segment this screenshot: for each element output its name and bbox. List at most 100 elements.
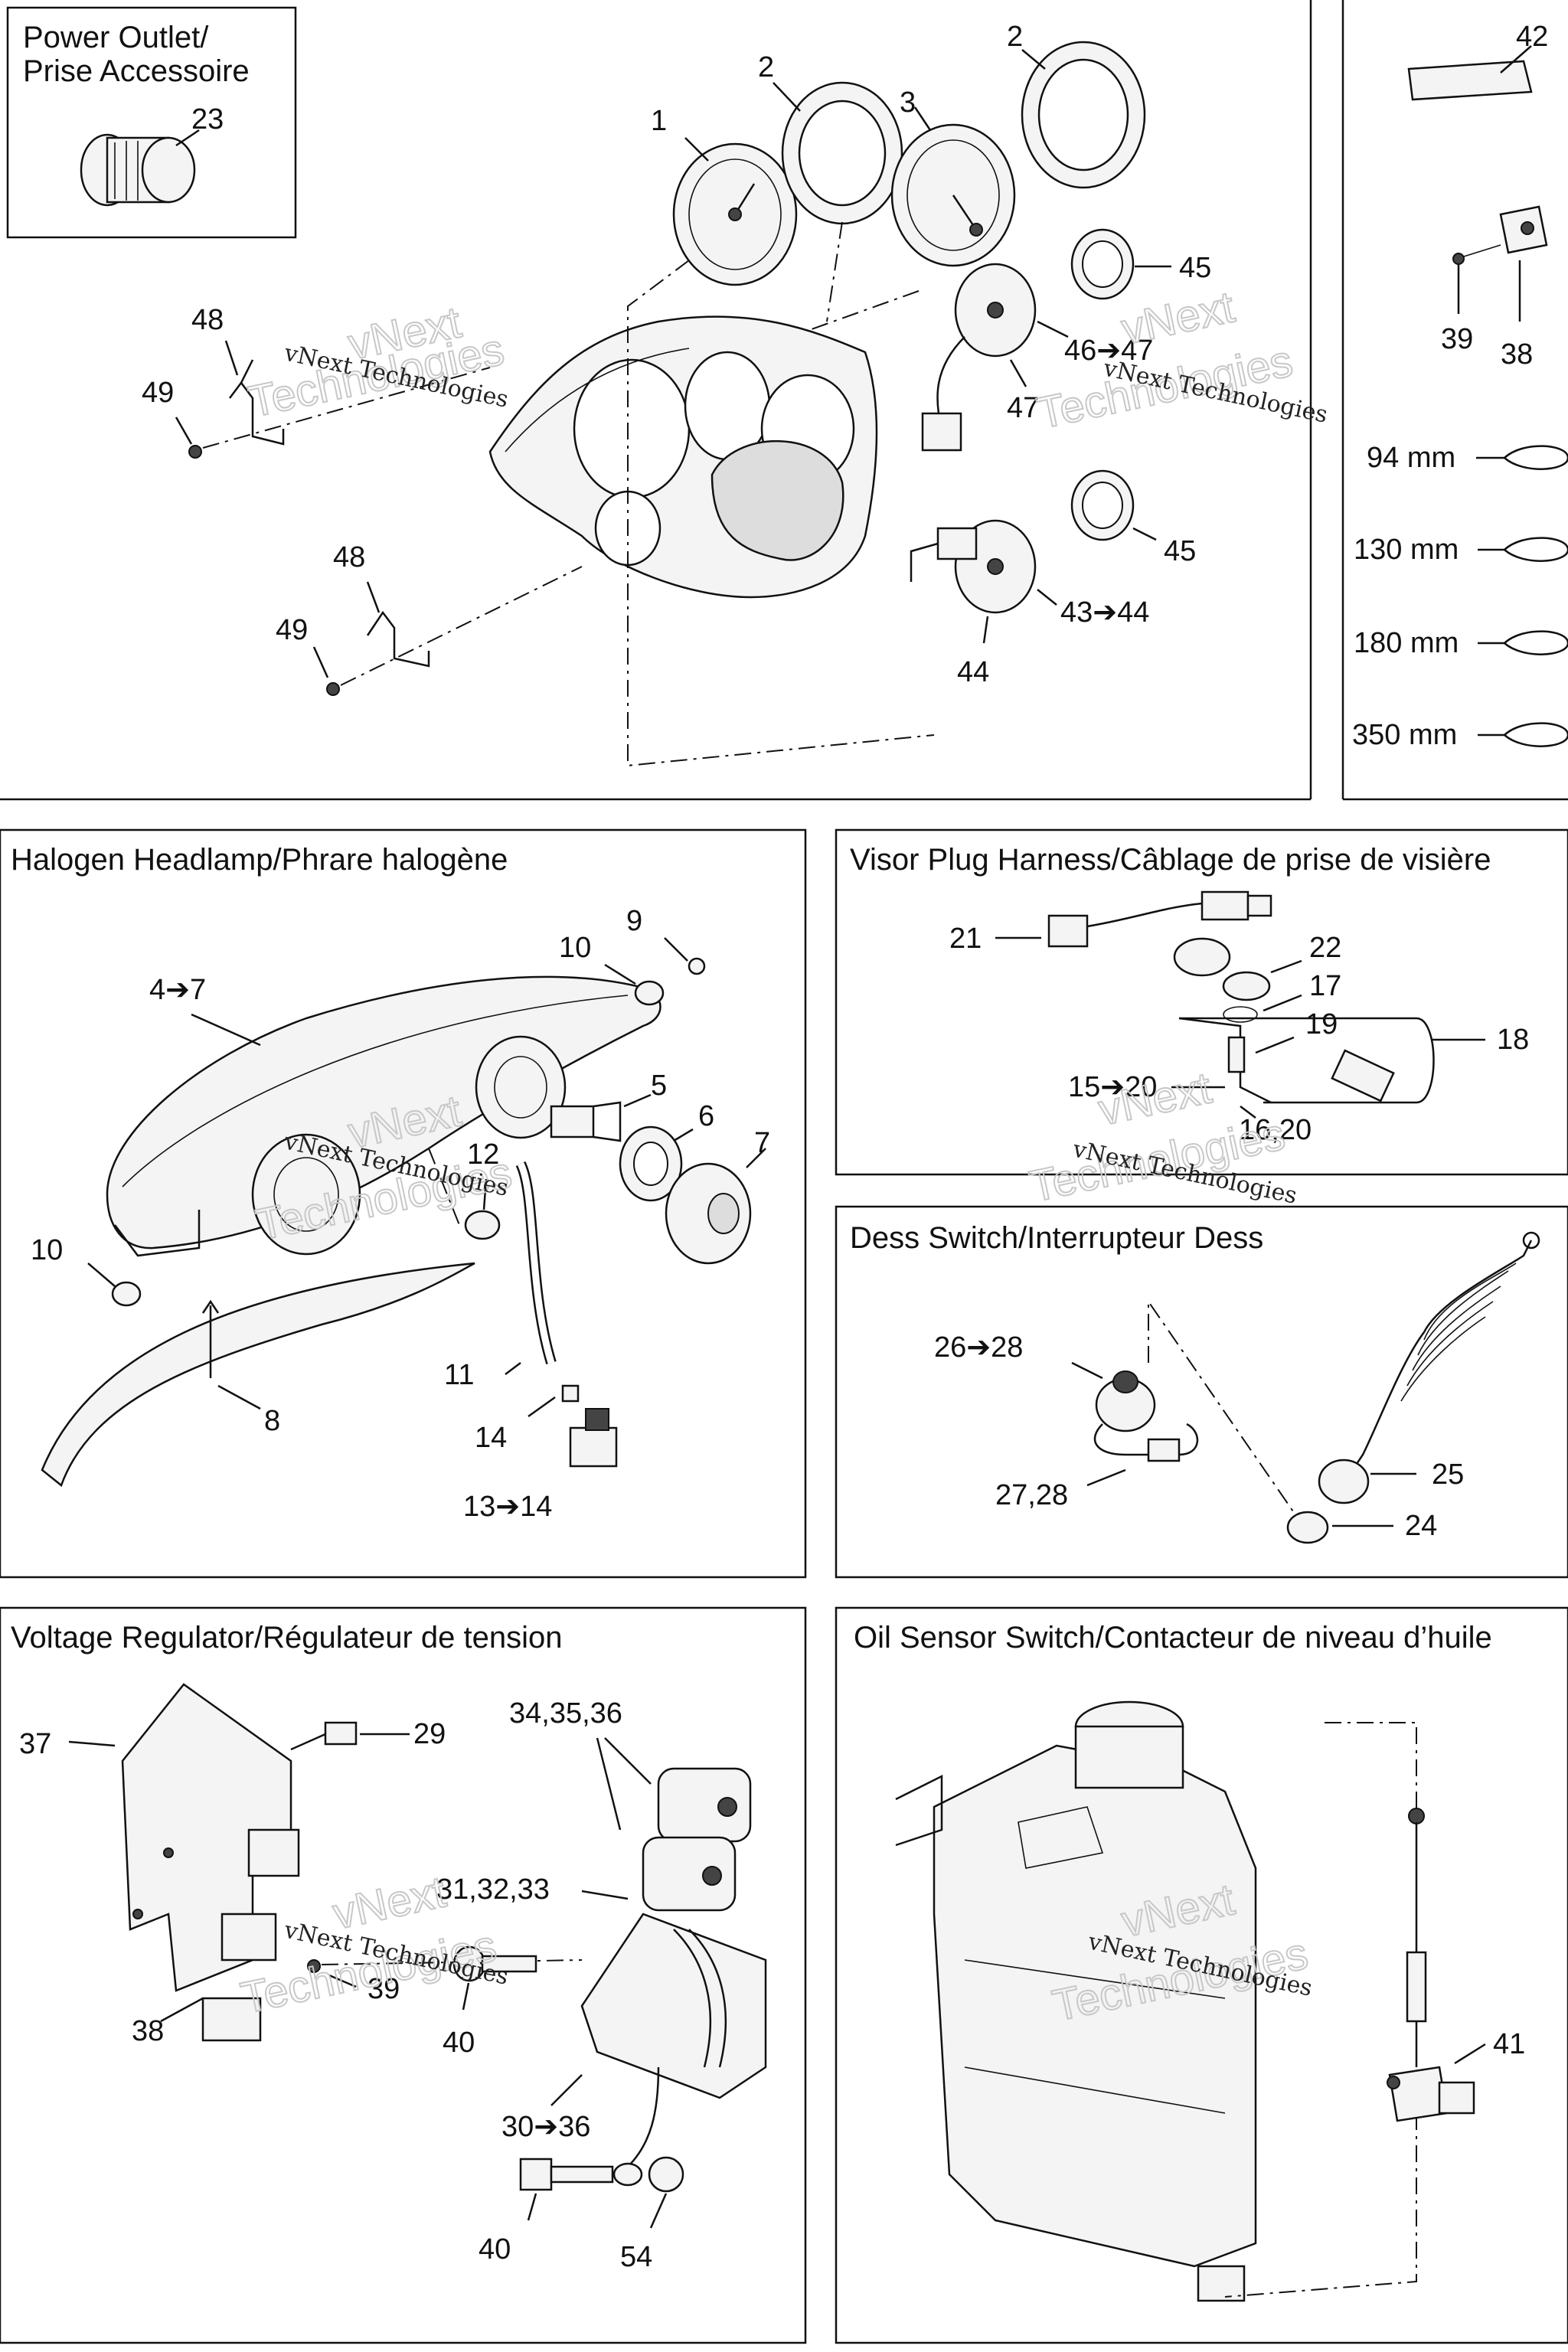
regulator-bolt-lower bbox=[519, 2156, 684, 2193]
label-31-32-33: 31,32,33 bbox=[436, 1873, 550, 1906]
temperature-gauge bbox=[910, 519, 1037, 614]
label-15-20: 15➔20 bbox=[1068, 1071, 1157, 1103]
power-outlet-title-2: Prise Accessoire bbox=[23, 54, 250, 88]
watermark-visor: Technologies vNext vNext Technologies bbox=[1024, 1062, 1299, 1212]
label-45-top: 45 bbox=[1179, 252, 1211, 284]
label-10-top: 10 bbox=[559, 932, 591, 964]
label-7: 7 bbox=[754, 1127, 770, 1159]
label-54: 54 bbox=[620, 2241, 652, 2273]
dess-lanyard bbox=[1286, 1231, 1540, 1544]
label-3: 3 bbox=[900, 87, 916, 119]
label-11: 11 bbox=[444, 1359, 474, 1391]
visor-cap bbox=[1173, 937, 1271, 1001]
oil-tank bbox=[895, 1700, 1257, 2302]
label-2-right: 2 bbox=[1007, 21, 1023, 53]
label-27-28: 27,28 bbox=[995, 1479, 1068, 1511]
svg-text:vNext: vNext bbox=[1117, 282, 1239, 354]
label-5: 5 bbox=[651, 1070, 667, 1102]
gauge-bezel-ring-right bbox=[1021, 41, 1146, 189]
label-40-lower: 40 bbox=[479, 2233, 511, 2265]
strap-350mm: 350 mm bbox=[1352, 719, 1457, 751]
bracket-upper bbox=[188, 359, 285, 459]
headlamp-housing bbox=[106, 975, 662, 1257]
gauge-cluster-section: Power Outlet/ Prise Accessoire 23 1 bbox=[0, 0, 1568, 801]
label-42: 42 bbox=[1516, 21, 1548, 53]
dess-switch-section: Dess Switch/Interrupteur Dess 26➔28 27,2… bbox=[835, 1205, 1568, 1579]
label-2-left: 2 bbox=[758, 51, 774, 83]
label-21: 21 bbox=[949, 923, 982, 955]
label-49-lower: 49 bbox=[276, 614, 308, 646]
label-37: 37 bbox=[19, 1728, 51, 1760]
label-26-28: 26➔28 bbox=[934, 1331, 1023, 1364]
strap-180mm: 180 mm bbox=[1354, 627, 1459, 659]
dess-title: Dess Switch/Interrupteur Dess bbox=[850, 1221, 1263, 1255]
label-46-47: 46➔47 bbox=[1064, 335, 1153, 367]
visor-harness-tube bbox=[1178, 1017, 1435, 1104]
label-48-lower: 48 bbox=[333, 541, 365, 573]
label-30-36: 30➔36 bbox=[501, 2111, 590, 2143]
regulator-connectors bbox=[642, 1767, 752, 1912]
speedometer-gauge bbox=[672, 142, 798, 286]
label-34-35-36: 34,35,36 bbox=[509, 1697, 622, 1730]
power-outlet-part bbox=[80, 133, 196, 207]
label-29: 29 bbox=[413, 1718, 446, 1750]
label-41: 41 bbox=[1493, 2028, 1525, 2060]
label-23: 23 bbox=[191, 103, 224, 136]
headlamp-title: Halogen Headlamp/Phrare halogène bbox=[11, 843, 508, 877]
label-39-side: 39 bbox=[1441, 323, 1473, 355]
label-40-upper: 40 bbox=[443, 2027, 475, 2059]
label-39: 39 bbox=[368, 1973, 400, 2005]
label-45-bottom: 45 bbox=[1164, 535, 1196, 567]
visor-cable bbox=[1047, 890, 1272, 948]
label-25: 25 bbox=[1432, 1459, 1464, 1491]
strap-94mm: 94 mm bbox=[1367, 442, 1455, 474]
svg-text:vNext: vNext bbox=[328, 1867, 450, 1939]
small-gauge-ring-bottom bbox=[1070, 469, 1135, 541]
label-10-bottom: 10 bbox=[31, 1234, 63, 1266]
label-12: 12 bbox=[467, 1138, 499, 1171]
bracket-lower bbox=[326, 610, 430, 696]
label-8: 8 bbox=[264, 1405, 280, 1437]
label-9: 9 bbox=[626, 905, 642, 937]
label-18: 18 bbox=[1497, 1024, 1529, 1056]
label-4-7: 4➔7 bbox=[149, 974, 206, 1006]
label-24: 24 bbox=[1405, 1510, 1437, 1542]
voltage-regulator bbox=[580, 1913, 767, 2167]
label-17: 17 bbox=[1309, 970, 1341, 1002]
label-43-44: 43➔44 bbox=[1060, 596, 1149, 629]
visor-harness-section: Visor Plug Harness/Câblage de prise de v… bbox=[835, 828, 1568, 1213]
regulator-bracket bbox=[121, 1683, 300, 2042]
regulator-screw-top bbox=[290, 1721, 358, 1751]
strap-130mm: 130 mm bbox=[1354, 534, 1459, 566]
label-14: 14 bbox=[475, 1422, 507, 1454]
side-column: 42 39 38 94 mm 130 mm 180 mm 350 mm bbox=[1352, 21, 1568, 751]
dess-switch bbox=[1093, 1370, 1199, 1462]
label-1: 1 bbox=[651, 105, 667, 137]
label-6: 6 bbox=[698, 1100, 714, 1132]
small-gauge-ring-top bbox=[1070, 228, 1135, 300]
headlamp-socket bbox=[569, 1408, 618, 1468]
label-38-side: 38 bbox=[1501, 338, 1533, 371]
watermark-top-left: Technologies vNext vNext Technologies bbox=[243, 296, 511, 427]
label-22: 22 bbox=[1309, 932, 1341, 964]
oil-title: Oil Sensor Switch/Contacteur de niveau d… bbox=[854, 1621, 1492, 1655]
instrument-housing bbox=[488, 315, 878, 599]
regulator-title: Voltage Regulator/Régulateur de tension bbox=[11, 1621, 563, 1655]
visor-title: Visor Plug Harness/Câblage de prise de v… bbox=[850, 843, 1491, 877]
oil-level-sensor bbox=[1387, 1808, 1475, 2122]
label-48-upper: 48 bbox=[191, 304, 224, 336]
tachometer-gauge bbox=[890, 123, 1016, 267]
bulb-retainer bbox=[619, 1125, 683, 1202]
gauge-bezel-ring-left bbox=[781, 81, 903, 225]
oil-sensor-section: Oil Sensor Switch/Contacteur de niveau d… bbox=[835, 1606, 1568, 2344]
label-13-14: 13➔14 bbox=[463, 1491, 552, 1523]
voltage-regulator-section: Voltage Regulator/Régulateur de tension … bbox=[0, 1606, 807, 2344]
label-16-20: 16,20 bbox=[1239, 1114, 1312, 1146]
fuel-gauge bbox=[921, 263, 1037, 452]
power-outlet-title-1: Power Outlet/ bbox=[23, 21, 209, 54]
headlamp-bulb bbox=[550, 1101, 622, 1142]
label-49-upper: 49 bbox=[142, 377, 174, 409]
label-44: 44 bbox=[957, 656, 989, 688]
bulb-cover bbox=[665, 1162, 752, 1265]
